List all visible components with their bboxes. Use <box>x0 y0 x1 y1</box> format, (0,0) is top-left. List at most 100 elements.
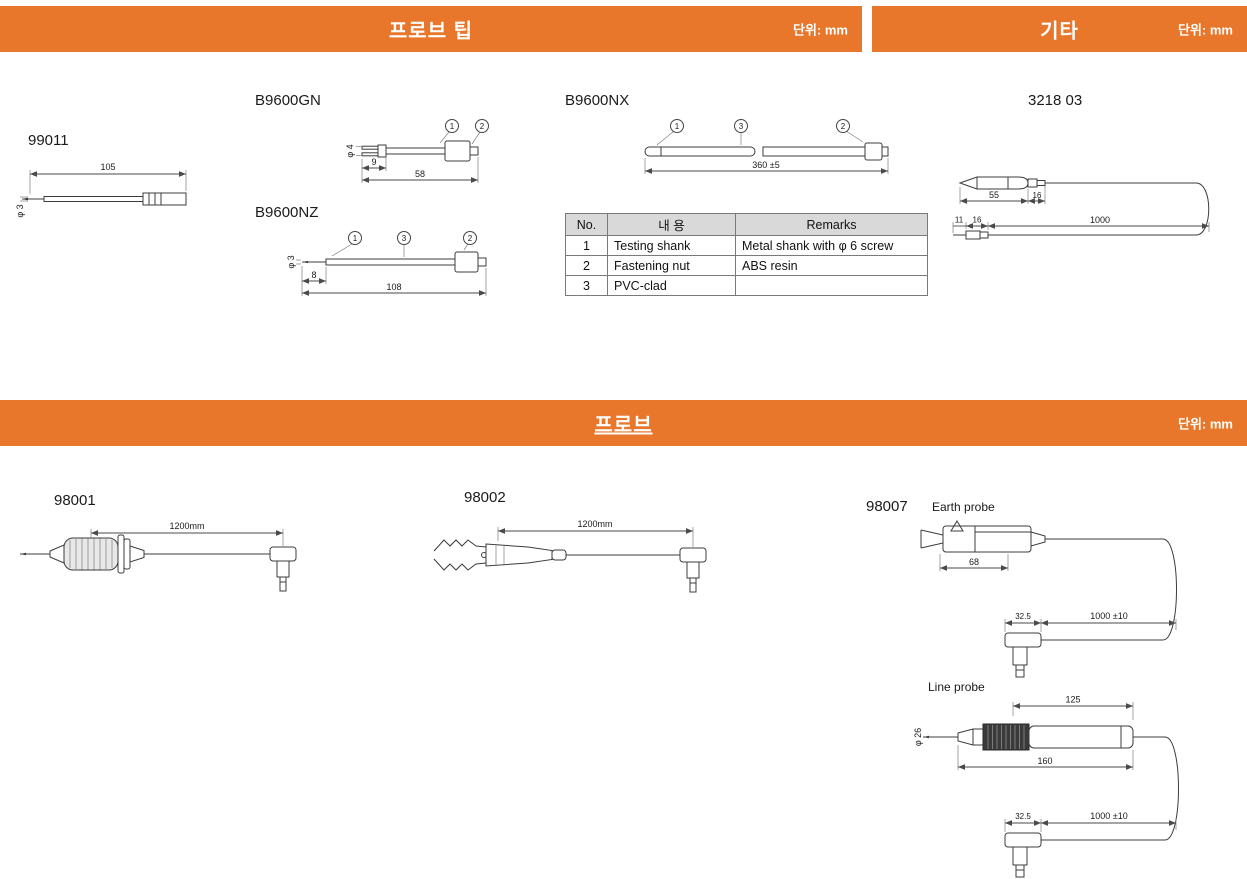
dim-label: 1000 <box>1090 215 1110 225</box>
item-3218-03-label: 3218 03 <box>1028 92 1083 109</box>
probe-outline <box>361 140 479 162</box>
col-header-no: No. <box>565 213 608 236</box>
dim-clip-68: 68 <box>939 554 1009 571</box>
dim-diameter-4: φ 4 <box>345 144 361 158</box>
item-3218-03: 3218 03 55 <box>950 90 1245 270</box>
dim-cable-1000: 1000 ±10 <box>1041 611 1177 630</box>
drawing-b9600nz: 1 3 2 φ 3 <box>286 231 487 296</box>
callout-3: 3 <box>397 231 411 257</box>
drawing-b9600nx: 1 3 2 360 ±5 <box>644 119 889 174</box>
dim-label: 1200mm <box>577 519 612 529</box>
connector-outline <box>679 547 707 593</box>
probe-unit-label: 단위: mm <box>1178 416 1233 432</box>
header-bar-etc: 기타 단위: mm <box>872 6 1247 52</box>
item-98002-label: 98002 <box>464 489 506 506</box>
dim-label: φ 4 <box>345 144 355 157</box>
connector-outline <box>1004 832 1042 878</box>
earth-probe-title: Earth probe <box>932 500 995 514</box>
cell-content: PVC-clad <box>607 275 736 296</box>
drawing-98007-line: 125 φ 26 <box>913 695 1179 878</box>
probe-tip-unit-label: 단위: mm <box>793 22 848 38</box>
dim-label: 58 <box>415 169 425 179</box>
callout-2: 2 <box>471 119 489 145</box>
dim-diameter-3: φ 3 <box>15 196 28 218</box>
dim-label: 16 <box>973 216 982 225</box>
dim-plug-32-5: 32.5 <box>1004 812 1042 832</box>
header-bar-probe-tip: 프로브 팁 단위: mm <box>0 6 862 52</box>
probe-outline <box>923 723 1134 751</box>
dim-label: 360 ±5 <box>752 160 779 170</box>
dim-label: 9 <box>371 157 376 167</box>
etc-unit-label: 단위: mm <box>1178 22 1233 38</box>
item-b9600gn: B9600GN 1 2 <box>250 90 510 200</box>
cell-remarks: ABS resin <box>735 255 928 276</box>
alligator-clip-outline <box>433 539 680 571</box>
callout-number: 1 <box>353 234 358 243</box>
item-b9600nz-label: B9600NZ <box>255 204 319 221</box>
parts-table-row: 2 Fastening nut ABS resin <box>565 255 928 276</box>
plug-outline <box>953 230 989 240</box>
item-b9600nx: B9600NX 1 3 2 <box>560 90 905 200</box>
dim-cable-1000: 1000 ±10 <box>1041 811 1177 830</box>
cell-remarks <box>735 275 928 296</box>
item-98007: 98007 Earth probe 68 <box>858 492 1243 878</box>
dim-label: 160 <box>1037 756 1052 766</box>
probe-outline <box>22 192 187 206</box>
callout-1: 1 <box>331 231 362 257</box>
dim-label: 105 <box>100 162 115 172</box>
dim-diameter-26: φ 26 <box>913 728 923 746</box>
drawing-98007-earth: 68 32.5 1000 ±10 <box>920 520 1177 678</box>
parts-table-row: 1 Testing shank Metal shank with φ 6 scr… <box>565 235 928 256</box>
cell-no: 3 <box>565 275 608 296</box>
dim-body-55: 55 <box>959 187 1029 204</box>
dim-label: 11 <box>955 216 964 225</box>
cable-path <box>988 182 1210 236</box>
cell-content: Fastening nut <box>607 255 736 276</box>
dim-cable-1200: 1200mm <box>90 521 284 546</box>
dim-total-108: 108 <box>302 268 487 296</box>
item-98001-label: 98001 <box>54 492 96 509</box>
dim-diameter-3: φ 3 <box>286 255 301 269</box>
cable-path <box>1041 538 1177 641</box>
callout-number: 2 <box>468 234 473 243</box>
dim-total-360: 360 ±5 <box>644 158 889 174</box>
probe-tip-section-title: 프로브 팁 <box>388 20 474 43</box>
dim-handle-125: 125 <box>1012 695 1134 720</box>
probe-outline <box>958 176 1046 190</box>
parts-table: No. 내 용 Remarks 1 Testing shank Metal sh… <box>565 213 928 296</box>
item-b9600nx-label: B9600NX <box>565 92 630 109</box>
dim-plug-tip-11: 11 <box>952 216 967 233</box>
callout-2: 2 <box>463 231 477 251</box>
item-b9600gn-label: B9600GN <box>255 92 321 109</box>
line-probe-title: Line probe <box>928 680 985 694</box>
dim-label: 32.5 <box>1015 812 1031 821</box>
cable-path <box>1041 736 1179 841</box>
dim-plug-32-5: 32.5 <box>1004 612 1042 632</box>
parts-table-row: 3 PVC-clad <box>565 275 928 296</box>
cell-no: 2 <box>565 255 608 276</box>
item-b9600nz: B9600NZ 1 3 2 <box>250 202 510 317</box>
dim-neck-16: 16 <box>1028 186 1046 204</box>
callout-number: 3 <box>402 234 407 243</box>
callout-number: 1 <box>675 122 680 131</box>
drawing-99011: 105 φ 3 <box>15 162 187 218</box>
connector-outline <box>269 546 297 592</box>
earth-clip-outline <box>920 520 1046 553</box>
cell-remarks: Metal shank with φ 6 screw <box>735 235 928 256</box>
probe-outline <box>302 251 487 273</box>
dim-label: 1000 ±10 <box>1090 811 1127 821</box>
item-98001: 98001 1200mm <box>18 490 318 610</box>
dim-cable-1200: 1200mm <box>497 519 694 547</box>
callout-3: 3 <box>734 119 748 145</box>
dim-length-105: 105 <box>29 162 187 194</box>
dim-label: 125 <box>1065 695 1080 705</box>
dim-label: 16 <box>1033 191 1042 200</box>
dim-label: 108 <box>386 282 401 292</box>
dim-tip-8: 8 <box>301 266 327 296</box>
dim-total-58: 58 <box>362 157 479 183</box>
cell-no: 1 <box>565 235 608 256</box>
dim-label: φ 3 <box>286 255 296 268</box>
drawing-3218-03: 55 16 11 16 1000 <box>952 176 1210 240</box>
probe-outline <box>20 534 270 574</box>
